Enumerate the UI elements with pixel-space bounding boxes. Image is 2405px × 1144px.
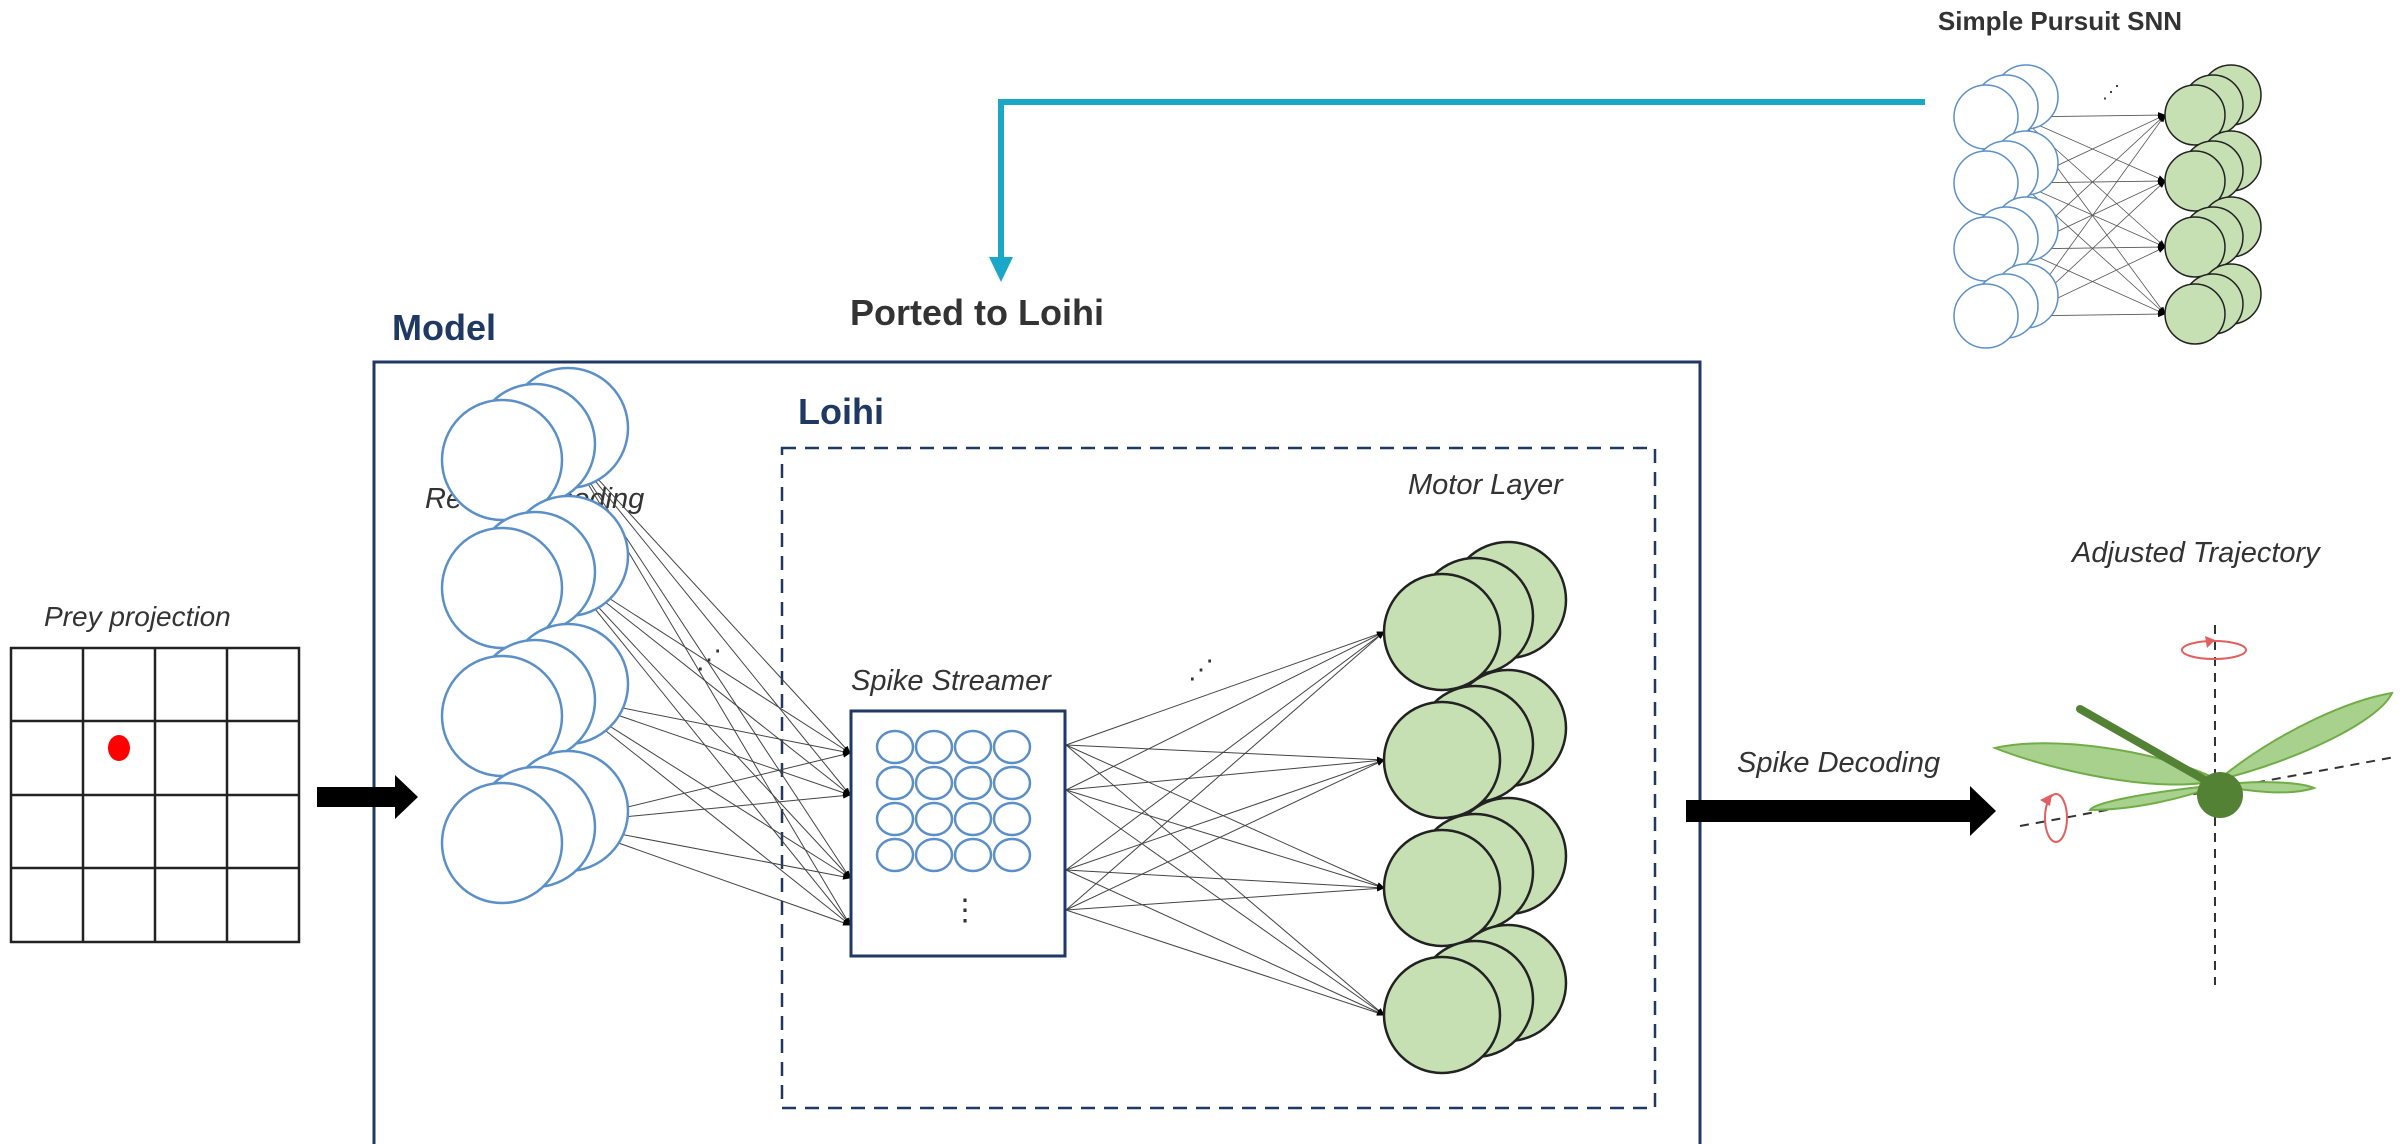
right-arrow-icon	[1970, 786, 1996, 836]
loihi-box	[780, 446, 1657, 1110]
retinal-neuron	[440, 526, 564, 650]
retinal-neurons	[440, 366, 630, 905]
streamer-neuron	[992, 801, 1032, 837]
snn-output-neuron	[2164, 150, 2226, 212]
right-arrow-icon	[395, 775, 418, 819]
motor-neuron	[1382, 572, 1502, 692]
motor-neurons	[1382, 540, 1568, 1075]
connection-line	[1065, 631, 1385, 746]
motor-neuron	[1382, 955, 1502, 1075]
ported-label: Ported to Loihi	[850, 292, 1104, 333]
connection-line	[561, 567, 851, 879]
streamer-neuron	[953, 837, 993, 873]
snn-input-neuron	[1953, 283, 2019, 349]
snn-input-layer	[1953, 64, 2059, 349]
connection-line	[1065, 869, 1385, 891]
connection-line	[1065, 744, 1385, 1016]
connection-line	[561, 695, 851, 926]
streamer-neuron	[875, 837, 915, 873]
output-arrow	[1686, 786, 1996, 836]
prey-projection-label: Prey projection	[44, 601, 231, 632]
simple-pursuit-title: Simple Pursuit SNN	[1938, 6, 2182, 36]
streamer-neuron	[914, 729, 954, 765]
connection-line	[561, 567, 851, 926]
motor-neuron	[1382, 700, 1502, 820]
connection-line	[1065, 744, 1385, 889]
prey-dot	[108, 735, 130, 761]
retinal-neuron	[440, 781, 564, 905]
streamer-ellipsis: ⋮	[950, 894, 980, 927]
dragonfly-icon	[1991, 625, 2396, 985]
adjusted-trajectory-label: Adjusted Trajectory	[2070, 537, 2321, 569]
connection-line	[1065, 757, 1385, 791]
down-arrow-icon	[989, 257, 1013, 282]
snn-output-neuron	[2164, 216, 2226, 278]
snn-output-layer	[2164, 64, 2262, 345]
motor-layer-label: Motor Layer	[1408, 469, 1564, 501]
snn-output-neuron	[2164, 283, 2226, 345]
connection-line	[1065, 759, 1385, 871]
connection-line	[1065, 744, 1385, 763]
model-box	[372, 360, 1702, 1144]
connection-line	[1065, 631, 1385, 911]
model-title: Model	[392, 307, 496, 348]
connection-line	[561, 567, 851, 796]
spike-streamer-label: Spike Streamer	[851, 665, 1052, 697]
spike-decoding-label: Spike Decoding	[1737, 747, 1940, 779]
streamer-neuron	[875, 729, 915, 765]
connection-line	[1065, 631, 1385, 871]
connection-line	[1065, 789, 1385, 1016]
streamer-neuron	[953, 765, 993, 801]
snn-output-neuron	[2164, 84, 2226, 146]
streamer-out-ellipsis: ⋰	[1188, 655, 1214, 684]
connection-line	[1065, 885, 1385, 911]
streamer-neuron	[992, 837, 1032, 873]
retinal-ellipsis: ⋰	[696, 645, 722, 674]
simple-pursuit-snn: Simple Pursuit SNN ⋰	[1938, 6, 2262, 349]
streamer-neuron	[953, 729, 993, 765]
network-connections	[561, 439, 1385, 1016]
ported-arrow	[989, 99, 1925, 282]
streamer-neuron	[914, 837, 954, 873]
connection-line	[561, 439, 851, 754]
connection-line	[1065, 759, 1385, 911]
streamer-neuron	[953, 801, 993, 837]
streamer-neurons	[875, 729, 1032, 873]
connection-line	[1065, 631, 1385, 791]
connection-line	[1065, 869, 1385, 1016]
connection-line	[1065, 909, 1385, 1016]
motor-neuron	[1382, 828, 1502, 948]
connection-line	[561, 439, 851, 796]
connection-line	[1065, 789, 1385, 889]
streamer-neuron	[992, 765, 1032, 801]
streamer-neuron	[914, 765, 954, 801]
streamer-neuron	[875, 765, 915, 801]
snn-ellipsis: ⋰	[2102, 82, 2120, 102]
streamer-neuron	[992, 729, 1032, 765]
streamer-neuron	[914, 801, 954, 837]
prey-grid	[9, 646, 301, 944]
retinal-neuron	[440, 398, 564, 522]
loihi-title: Loihi	[798, 391, 884, 432]
input-arrow	[317, 775, 418, 819]
streamer-neuron	[875, 801, 915, 837]
